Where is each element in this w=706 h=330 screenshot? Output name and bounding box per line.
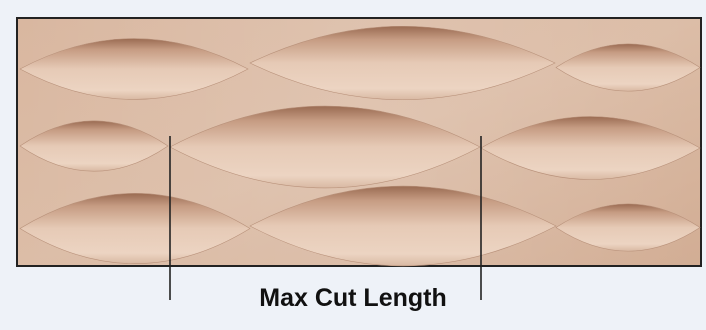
max-cut-length-label: Max Cut Length xyxy=(0,284,706,313)
flute-group xyxy=(20,26,700,266)
